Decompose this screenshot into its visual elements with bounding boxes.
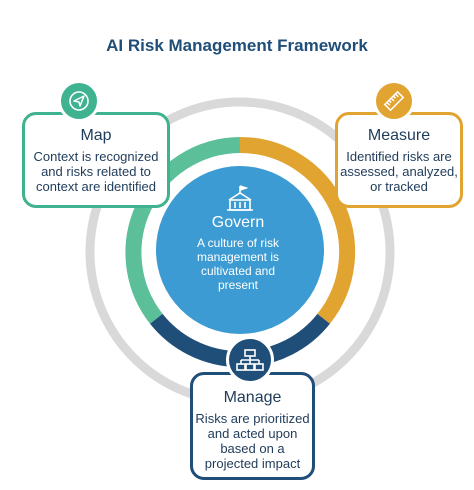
- govern-description: A culture of risk management is cultivat…: [196, 236, 280, 292]
- measure-description: Identified risks are assessed, analyzed,…: [340, 149, 458, 194]
- diagram-title: AI Risk Management Framework: [106, 36, 368, 55]
- measure-badge: [373, 80, 415, 122]
- map-description: Context is recognized and risks related …: [33, 149, 159, 194]
- measure-card: Measure Identified risks are assessed, a…: [335, 112, 463, 208]
- map-badge: [58, 80, 100, 122]
- govern-circle: [156, 166, 324, 334]
- ring-segment-map-left: [125, 203, 163, 324]
- manage-card: Manage Risks are prioritized and acted u…: [190, 372, 315, 480]
- ring-segment-measure: [239, 137, 356, 324]
- measure-heading: Measure: [367, 127, 431, 144]
- navigation-arrow-icon: [69, 91, 89, 111]
- manage-description: Risks are prioritized and acted upon bas…: [195, 411, 310, 471]
- manage-badge: [226, 336, 274, 384]
- map-card: Map Context is recognized and risks rela…: [22, 112, 170, 208]
- ruler-icon: [383, 90, 405, 112]
- manage-heading: Manage: [223, 389, 282, 406]
- building-icon: [227, 185, 253, 211]
- map-heading: Map: [80, 127, 112, 144]
- hierarchy-icon: [236, 349, 264, 371]
- govern-heading: Govern: [211, 214, 265, 231]
